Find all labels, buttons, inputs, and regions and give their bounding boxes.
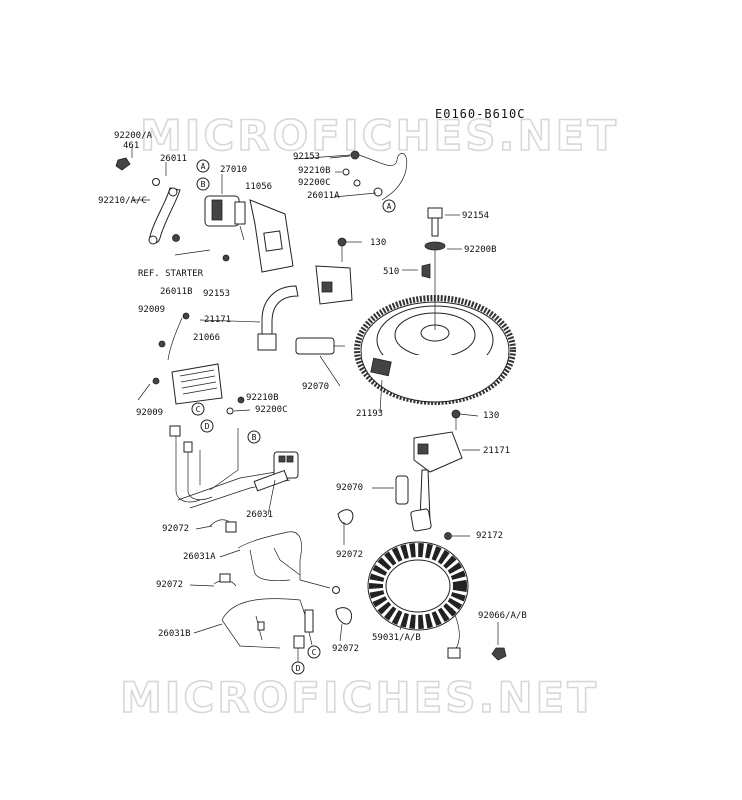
- callout-c-1: C: [196, 405, 201, 414]
- label-92210b-b: 92210B: [246, 393, 279, 403]
- label-510: 510: [383, 267, 399, 277]
- label-21193: 21193: [356, 409, 383, 419]
- stator: [367, 532, 507, 661]
- label-11056: 11056: [245, 182, 272, 192]
- bolt-92153-icon: [350, 150, 360, 160]
- label-92009-a: 92009: [138, 305, 165, 315]
- label-26031b: 26031B: [158, 629, 191, 639]
- main-harness: [169, 396, 299, 509]
- bolt-icon: [172, 234, 180, 242]
- label-27010: 27010: [220, 165, 247, 175]
- ground-cable-group: [329, 150, 408, 201]
- regulator-icon: [171, 363, 223, 405]
- label-21171-a: 21171: [204, 315, 231, 325]
- label-130-a: 130: [370, 238, 386, 248]
- diagram-code: E0160-B610C: [435, 107, 525, 121]
- label-92153-a: 92153: [203, 289, 230, 299]
- label-ref-starter: REF. STARTER: [138, 269, 204, 279]
- washer-92200B-icon: [424, 241, 446, 251]
- label-461: 461: [123, 141, 139, 151]
- coil-icon: [315, 265, 353, 305]
- label-92210b-a: 92210B: [298, 166, 331, 176]
- callout-b-2: B: [252, 433, 257, 442]
- label-92153-b: 92153: [293, 152, 320, 162]
- callout-markers: A B A B C D D C: [191, 159, 396, 675]
- label-26011: 26011: [160, 154, 187, 164]
- callout-a-1: A: [201, 162, 206, 171]
- label-92070-a: 92070: [302, 382, 329, 392]
- label-92172: 92172: [476, 531, 503, 541]
- label-92210-a-c: 92210/A/C: [98, 196, 147, 206]
- label-92066-a-b: 92066/A/B: [478, 611, 527, 621]
- stator-connector-icon: [447, 647, 461, 659]
- key-510-icon: [421, 263, 431, 279]
- callout-d-1: D: [205, 422, 210, 431]
- nut-92066-icon: [491, 647, 507, 661]
- coil-lower-icon: [413, 431, 463, 473]
- spark-plug-lower-icon: [395, 475, 409, 505]
- label-26011b: 26011B: [160, 287, 193, 297]
- starter-solenoid-group: [115, 146, 294, 273]
- washer-icon: [152, 178, 160, 186]
- label-92154: 92154: [462, 211, 489, 221]
- callout-b-1: B: [201, 180, 206, 189]
- label-26011a: 26011A: [307, 191, 340, 201]
- label-92072-d: 92072: [332, 644, 359, 654]
- watermark-bottom: MICROFICHES.NET: [120, 673, 599, 722]
- label-leaders: [189, 154, 499, 645]
- label-92200c-a: 92200C: [298, 178, 331, 188]
- label-26031a: 26031A: [183, 552, 216, 562]
- part-labels: 92200/A 461 26011 27010 11056 92210/A/C …: [98, 131, 527, 654]
- lower-harness-group: [209, 509, 354, 662]
- ignition-coil-upper: [257, 237, 353, 355]
- label-92072-c: 92072: [156, 580, 183, 590]
- screw-icon: [222, 254, 230, 262]
- spark-plug-icon: [295, 337, 335, 355]
- label-92200c-b: 92200C: [255, 405, 288, 415]
- label-92200b: 92200B: [464, 245, 497, 255]
- callout-d-2: D: [296, 664, 301, 673]
- label-92200-a: 92200/A: [114, 131, 153, 141]
- label-130-b: 130: [483, 411, 499, 421]
- magnet-icon: [370, 357, 392, 377]
- label-26031: 26031: [246, 510, 273, 520]
- label-21066: 21066: [193, 333, 220, 343]
- bolt-130-icon: [337, 237, 347, 247]
- label-92072-b: 92072: [336, 550, 363, 560]
- bolt-92154-icon: [427, 207, 443, 219]
- callout-c-2: C: [312, 648, 317, 657]
- label-92070-b: 92070: [336, 483, 363, 493]
- label-21171-b: 21171: [483, 446, 510, 456]
- flywheel: [354, 207, 516, 405]
- regulator-group: [137, 312, 223, 405]
- label-92009-b: 92009: [136, 408, 163, 418]
- watermark-top: MICROFICHES.NET: [140, 111, 619, 160]
- nut-icon: [115, 157, 131, 171]
- label-92072-a: 92072: [162, 524, 189, 534]
- callout-a-2: A: [387, 202, 392, 211]
- harness-b-connector-icon: [293, 635, 305, 649]
- label-59031-a-b: 59031/A/B: [372, 633, 421, 643]
- ignition-coil-lower: [372, 409, 480, 532]
